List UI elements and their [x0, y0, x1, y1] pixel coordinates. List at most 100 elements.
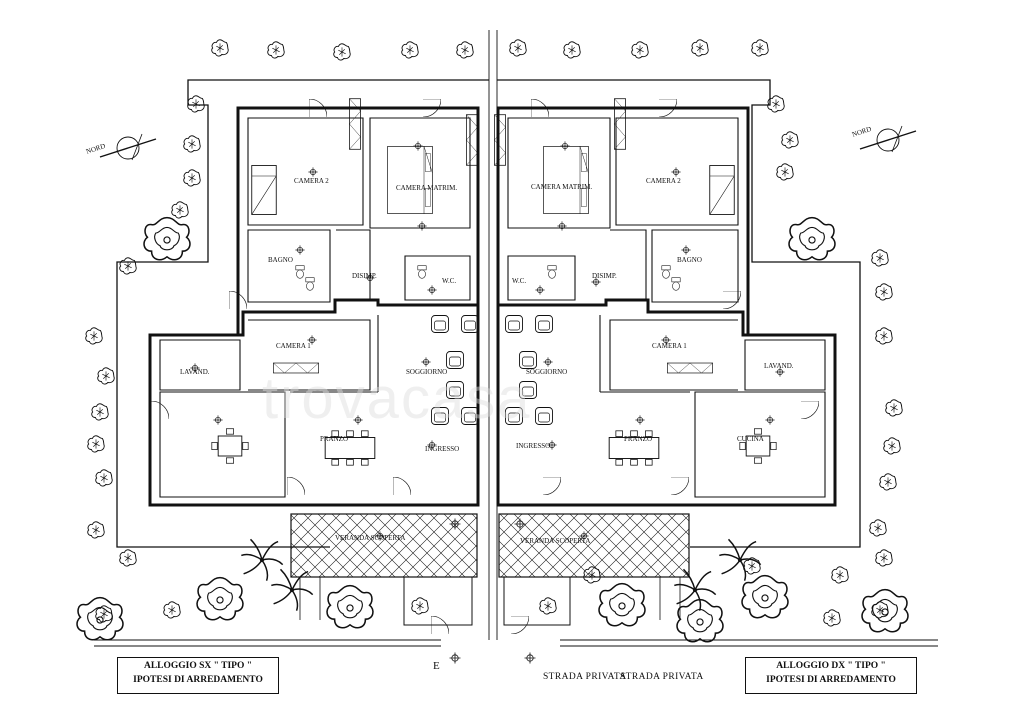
shrub-icon [823, 609, 841, 627]
room-label-disimp: DISIMP. [592, 272, 617, 280]
shrub-icon [95, 469, 113, 487]
ceiling-light-icon [427, 285, 437, 295]
single-bed-icon [251, 165, 277, 215]
right-room-labels: CAMERA 2 CAMERA MATRIM. BAGNO DISIMP. W.… [512, 177, 794, 545]
right-title-line-2: IPOTESI DI ARREDAMENTO [766, 675, 896, 685]
shrub-icon [183, 135, 201, 153]
room-label-disimp: DISIMP. [352, 272, 377, 280]
shrub-icon [875, 327, 893, 345]
tree-icon [143, 216, 191, 261]
shrub-icon [411, 597, 429, 615]
left-title-line-1: ALLOGGIO SX " TIPO " [143, 661, 253, 671]
room-label-wc: W.C. [442, 277, 456, 285]
shrub-icon [831, 566, 849, 584]
ceiling-light-icon [417, 221, 427, 231]
shrub-icon [333, 43, 351, 61]
road-label: STRADA PRIVATA [543, 672, 627, 682]
shrub-icon [401, 41, 419, 59]
armchair-icon [535, 315, 553, 333]
toilet-icon [305, 277, 315, 291]
toilet-icon [547, 265, 557, 279]
ceiling-light-icon [213, 415, 223, 425]
shrub-icon [871, 601, 889, 619]
armchair-icon [535, 407, 553, 425]
north-arrow-right: NORD [851, 125, 917, 153]
north-label: NORD [851, 125, 872, 139]
tree-icon [326, 584, 374, 629]
armchair-icon [431, 315, 449, 333]
shrub-icon [91, 403, 109, 421]
tree-icon [741, 574, 789, 619]
left-room-labels: CAMERA 2 CAMERA MATRIM. BAGNO DISIMP. W.… [180, 177, 459, 542]
toilet-icon [417, 265, 427, 279]
north-arrow-left: NORD [85, 133, 157, 161]
shrub-icon [87, 435, 105, 453]
shrub-icon [87, 521, 105, 539]
shrub-icon [871, 249, 889, 267]
ceiling-light-icon [560, 141, 570, 151]
ceiling-light-icon [557, 221, 567, 231]
room-label-ingresso: INGRESSO [516, 442, 550, 450]
room-label-wc: W.C. [512, 277, 526, 285]
ceiling-light-icon [308, 167, 318, 177]
shrub-icon [879, 473, 897, 491]
room-label-pranzo: PRANZO [320, 435, 348, 443]
room-label-bagno: BAGNO [677, 256, 702, 264]
door-swing-icon [671, 477, 689, 495]
shrub-icon [751, 39, 769, 57]
wardrobe-icon [494, 114, 506, 166]
double-bed-icon [387, 146, 433, 214]
toilet-icon [671, 277, 681, 291]
tree-icon [788, 216, 836, 261]
landscape-vegetation [76, 39, 909, 643]
ceiling-light-icon [413, 141, 423, 151]
room-label-lavand: LAVAND. [764, 362, 794, 370]
shrub-icon [781, 131, 799, 149]
room-label-veranda: VERANDA SCOPERTA [520, 537, 590, 545]
tree-icon [76, 596, 124, 641]
shrub-icon [163, 601, 181, 619]
ceiling-light-icon [543, 357, 553, 367]
left-unit-walls [148, 106, 480, 507]
ceiling-light-icon [535, 285, 545, 295]
shrub-icon [456, 41, 474, 59]
wardrobe-icon [349, 98, 361, 150]
room-label-camera-2: CAMERA 2 [294, 177, 329, 185]
watermark-text: trovacasa [262, 366, 531, 431]
door-swing-icon [801, 401, 819, 419]
shrub-icon [97, 367, 115, 385]
right-unit-title-box: ALLOGGIO DX " TIPO " IPOTESI DI ARREDAME… [745, 657, 917, 694]
room-label-camera-1: CAMERA 1 [652, 342, 687, 350]
dining-table-icon [739, 428, 777, 464]
shrub-icon [631, 41, 649, 59]
north-label: NORD [85, 142, 106, 156]
shrub-icon [883, 437, 901, 455]
single-bed-icon [709, 165, 735, 215]
armchair-icon [505, 315, 523, 333]
ceiling-light-icon [681, 245, 691, 255]
tree-icon [196, 576, 244, 621]
ceiling-light-icon [765, 415, 775, 425]
palm-icon [718, 538, 762, 582]
room-label-lavand: LAVAND. [180, 368, 210, 376]
shrub-icon [776, 163, 794, 181]
room-label-camera-matrim: CAMERA MATRIM. [396, 184, 457, 192]
shrub-icon [183, 169, 201, 187]
shrub-icon [875, 549, 893, 567]
room-label-soggiorno: SOGGIORNO [526, 368, 567, 376]
shrub-icon [869, 519, 887, 537]
tree-icon [861, 588, 909, 633]
shrub-icon [119, 549, 137, 567]
room-label-camera-matrim: CAMERA MATRIM. [531, 183, 592, 191]
shrub-icon [85, 327, 103, 345]
armchair-icon [461, 315, 479, 333]
palm-icon [240, 538, 284, 582]
entrance-letter: E [433, 660, 440, 672]
tree-icon [598, 582, 646, 627]
shrub-icon [187, 95, 205, 113]
left-title-line-2: IPOTESI DI ARREDAMENTO [133, 675, 263, 685]
entrance-marker-icon [524, 652, 536, 664]
ceiling-light-icon [671, 167, 681, 177]
entrance-marker-icon [449, 652, 461, 664]
